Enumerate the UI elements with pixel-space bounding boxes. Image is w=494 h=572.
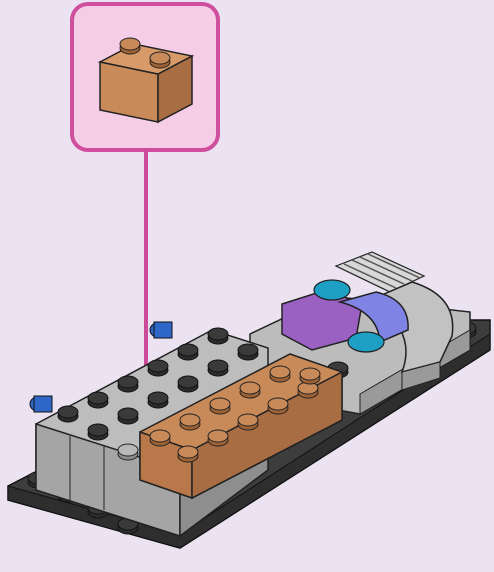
- callout-box: [72, 4, 218, 150]
- azure-pin-left: [30, 396, 52, 412]
- azure-pin-top: [150, 322, 172, 338]
- brick-build-model: [8, 252, 490, 548]
